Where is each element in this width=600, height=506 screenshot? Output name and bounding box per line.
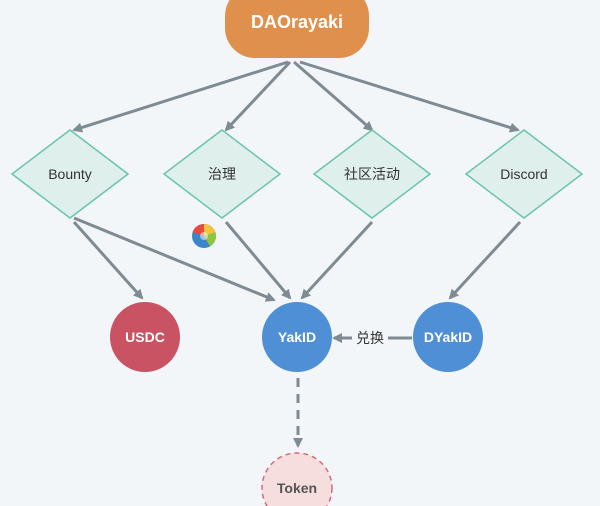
edge-community-yakid — [300, 220, 374, 300]
node-root-label: DAOrayaki — [251, 12, 343, 32]
node-governance-label: 治理 — [208, 166, 236, 182]
edge-bounty-yakid — [73, 216, 276, 302]
node-bounty: Bounty — [10, 129, 130, 219]
edge-root-community — [293, 60, 374, 132]
edge-discord-dyakid — [448, 220, 522, 300]
node-root: DAOrayaki — [225, 0, 369, 58]
node-governance: 治理 — [162, 129, 282, 219]
edge-governance-yakid — [224, 221, 292, 300]
node-usdc: USDC — [110, 302, 180, 372]
edge-root-discord — [299, 60, 520, 133]
edge-root-governance — [224, 60, 292, 132]
node-usdc-label: USDC — [125, 329, 165, 345]
node-community: 社区活动 — [312, 129, 432, 219]
node-discord-label: Discord — [500, 166, 547, 182]
node-discord: Discord — [464, 129, 584, 219]
node-dyakid-label: DYakID — [424, 329, 472, 345]
edge-label-exchange: 兑换 — [356, 330, 384, 346]
node-token-label: Token — [277, 480, 317, 496]
node-yakid-label: YakID — [278, 329, 316, 345]
edges — [72, 60, 522, 448]
edge-root-bounty — [72, 60, 289, 133]
node-bounty-label: Bounty — [48, 166, 92, 182]
node-yakid: YakID — [262, 302, 332, 372]
pie-chart-icon — [192, 224, 216, 248]
edge-bounty-usdc — [72, 220, 144, 300]
node-community-label: 社区活动 — [344, 166, 400, 182]
node-dyakid: DYakID — [413, 302, 483, 372]
node-token: Token — [261, 452, 333, 506]
